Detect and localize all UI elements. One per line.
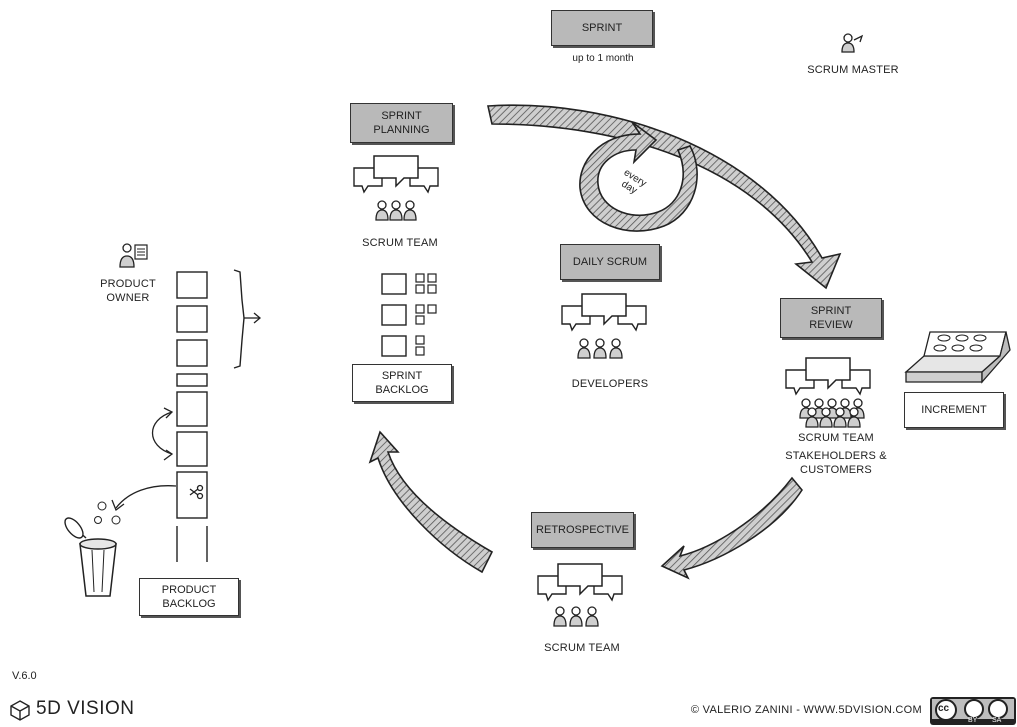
sprint-planning-box: SPRINT PLANNING (350, 103, 453, 143)
sprint-backlog-items (382, 274, 436, 356)
sprint-review-stakeholders: STAKEHOLDERS & CUSTOMERS (770, 449, 902, 477)
daily-scrum-box: DAILY SCRUM (560, 244, 660, 280)
sprint-box: SPRINT (551, 10, 653, 46)
brand-name: 5D VISION (36, 698, 134, 720)
increment-box-icon (906, 332, 1010, 382)
retrospective-participants: SCRUM TEAM (532, 641, 632, 655)
cc-symbol: cc (938, 703, 949, 714)
retrospective-box: RETROSPECTIVE (531, 512, 634, 548)
selection-bracket (234, 270, 244, 368)
sprint-backlog-box: SPRINT BACKLOG (352, 364, 452, 402)
paper-scraps-icon (95, 502, 121, 524)
retrospective-bubbles (538, 564, 622, 600)
daily-scrum-people (578, 339, 622, 358)
sprint-review-bubbles (786, 358, 870, 394)
sprint-planning-bubbles (354, 156, 438, 192)
product-owner-icon (120, 244, 147, 267)
product-backlog-column (177, 272, 207, 562)
sprint-arrow-top (488, 105, 840, 288)
sprint-arrow-left (370, 432, 492, 572)
sprint-arrow-bottom-right (662, 478, 802, 578)
increment-box: INCREMENT (904, 392, 1004, 428)
cc-license-text: cc BY SA (930, 699, 1016, 725)
daily-scrum-participants: DEVELOPERS (560, 377, 660, 391)
copyright-text: © VALERIO ZANINI - WWW.5DVISION.COM (660, 704, 922, 716)
5d-vision-logo-icon (11, 701, 29, 720)
sprint-planning-people (376, 201, 416, 220)
retrospective-people (554, 607, 598, 626)
sprint-duration: up to 1 month (552, 53, 654, 64)
trash-can-icon (62, 515, 116, 596)
product-backlog-box: PRODUCT BACKLOG (139, 578, 239, 616)
scrum-master-label: SCRUM MASTER (800, 63, 906, 77)
reorder-arrow (153, 412, 173, 454)
scrum-master-icon (842, 34, 862, 52)
by-label: BY (968, 717, 977, 724)
sprint-review-participants: SCRUM TEAM (780, 431, 892, 445)
discard-arrow (116, 486, 176, 508)
version-label: V.6.0 (12, 670, 37, 682)
sprint-review-crowd (800, 399, 864, 427)
product-owner-label: PRODUCT OWNER (86, 277, 170, 305)
sprint-planning-participants: SCRUM TEAM (350, 236, 450, 250)
sprint-review-box: SPRINT REVIEW (780, 298, 882, 338)
daily-scrum-bubbles (562, 294, 646, 330)
sa-label: SA (992, 717, 1001, 724)
